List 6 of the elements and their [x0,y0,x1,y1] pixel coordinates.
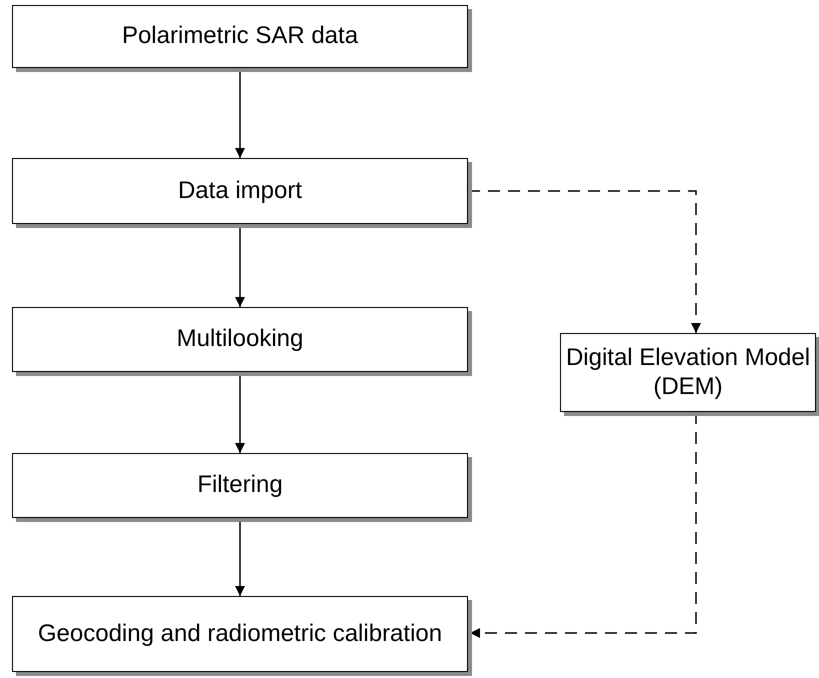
box-label: Multilooking [176,325,304,354]
box-label: Filtering [197,471,283,500]
box-label: Data import [178,176,302,206]
box-label: Polarimetric SAR data [122,22,358,51]
box-label: Geocoding and radiometric calibration [38,620,442,648]
box-label: Digital Elevation Model (DEM) [564,344,812,402]
